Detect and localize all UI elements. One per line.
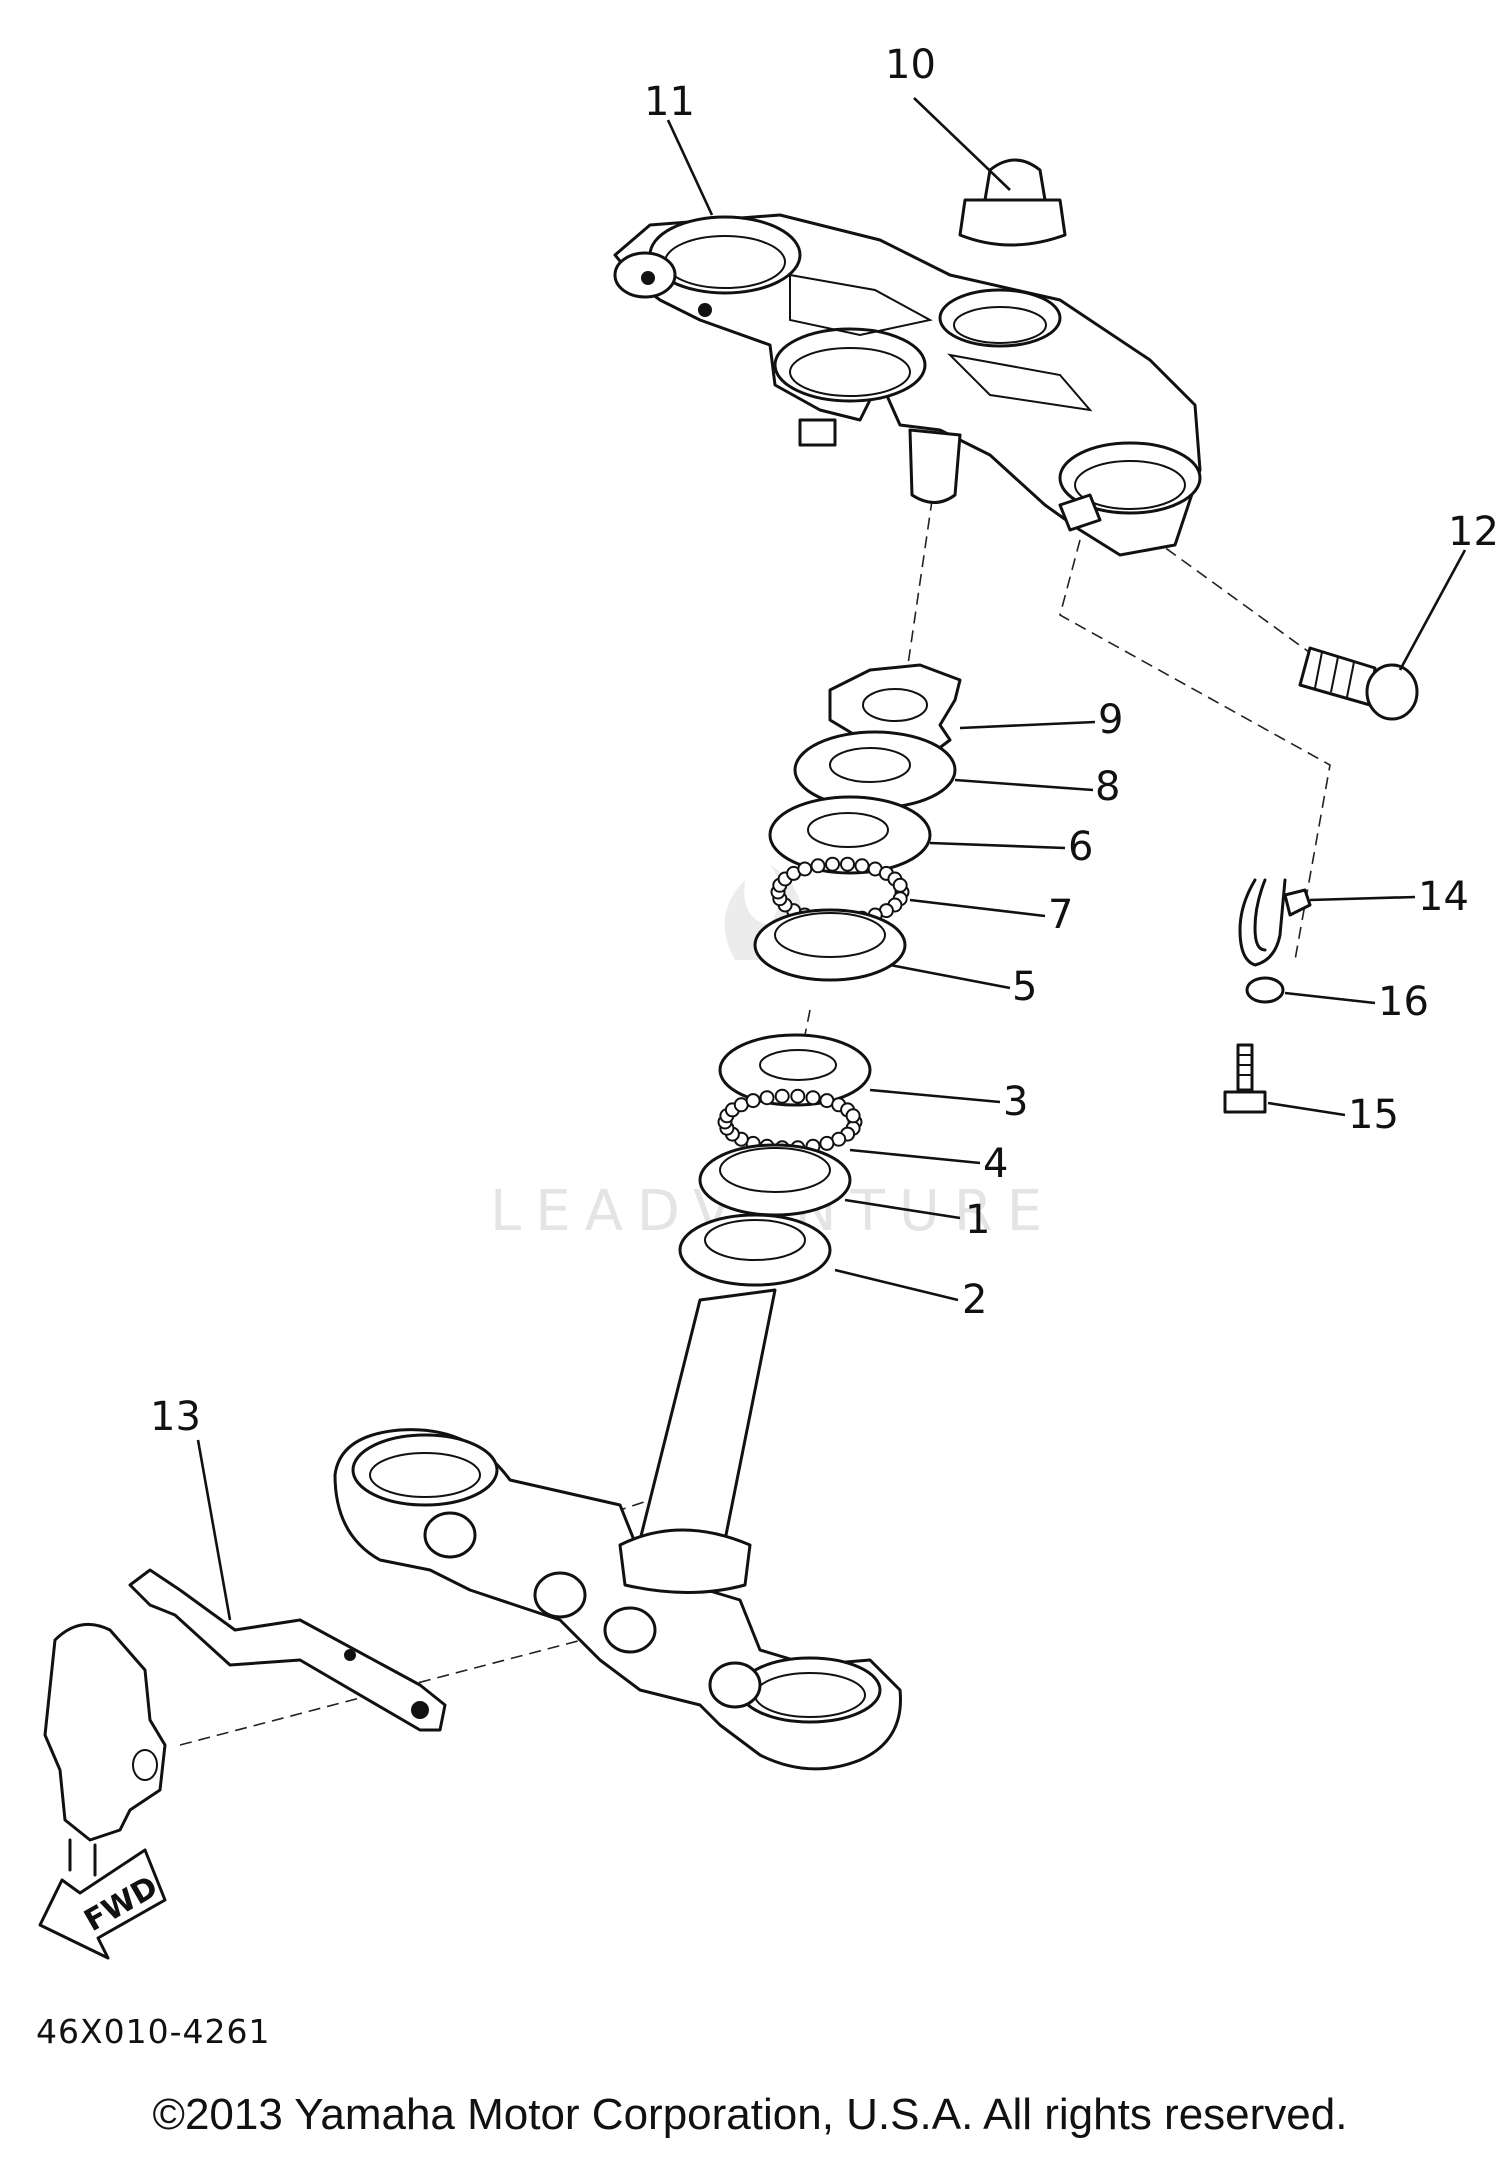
callout-10: 10	[885, 42, 936, 88]
callout-7: 7	[1048, 892, 1073, 938]
part-10-cap-nut[interactable]	[958, 158, 1067, 247]
cable-guide-part	[43, 1622, 167, 1877]
part-1-race[interactable]	[698, 1143, 852, 1217]
bearing-ball	[805, 1090, 821, 1106]
part-12-bolt[interactable]	[1298, 646, 1419, 721]
callout-15: 15	[1348, 1092, 1399, 1138]
callout-3: 3	[1003, 1079, 1028, 1125]
bearing-ball	[759, 1090, 775, 1106]
callout-5: 5	[1012, 964, 1037, 1010]
bearing-ball	[819, 1135, 835, 1151]
callout-8: 8	[1095, 764, 1120, 810]
part-8-washer[interactable]	[793, 730, 957, 810]
callout-2: 2	[962, 1277, 987, 1323]
bearing-ball	[774, 1088, 790, 1104]
callout-16: 16	[1378, 979, 1429, 1025]
bearing-ball	[854, 858, 870, 874]
bearing-ball	[797, 861, 813, 877]
bearing-ball	[825, 856, 840, 872]
callout-1: 1	[965, 1197, 990, 1243]
part-16-washer[interactable]	[1245, 976, 1285, 1004]
assembly-dashed-lines	[179, 479, 1331, 1746]
callout-13: 13	[150, 1394, 201, 1440]
callout-4: 4	[983, 1141, 1008, 1187]
bearing-ball	[892, 877, 908, 893]
bearing-ball	[790, 1088, 806, 1104]
callout-14: 14	[1418, 874, 1469, 920]
callout-12: 12	[1448, 509, 1499, 555]
callout-labels: 11 10 12 9 8 6 7 5 14 16 15 3 4 1 2 13	[150, 42, 1499, 1440]
callout-6: 6	[1068, 824, 1093, 870]
bearing-ball	[810, 858, 826, 874]
callout-9: 9	[1098, 697, 1123, 743]
part-6-washer[interactable]	[768, 795, 932, 875]
bearing-ball	[845, 1108, 861, 1124]
part-5-race[interactable]	[753, 908, 907, 982]
part-11-upper-bracket[interactable]	[613, 213, 1202, 557]
copyright-notice: ©2013 Yamaha Motor Corporation, U.S.A. A…	[152, 2090, 1348, 2139]
bearing-ball	[840, 856, 855, 872]
fwd-arrow-icon: FWD	[38, 1848, 167, 1960]
part-15-screw[interactable]	[1223, 1043, 1267, 1114]
part-2-dust-seal[interactable]	[678, 1213, 832, 1287]
diagram-code: 46X010-4261	[36, 2012, 271, 2051]
part-13-bracket[interactable]	[128, 1568, 447, 1732]
part-14-clamp[interactable]	[1238, 878, 1312, 967]
callout-11: 11	[644, 79, 695, 125]
under-bracket-steering-stem	[333, 1288, 902, 1771]
leader-lines	[196, 97, 1467, 1621]
part-3-race[interactable]	[718, 1033, 872, 1107]
bearing-ball	[745, 1093, 761, 1109]
